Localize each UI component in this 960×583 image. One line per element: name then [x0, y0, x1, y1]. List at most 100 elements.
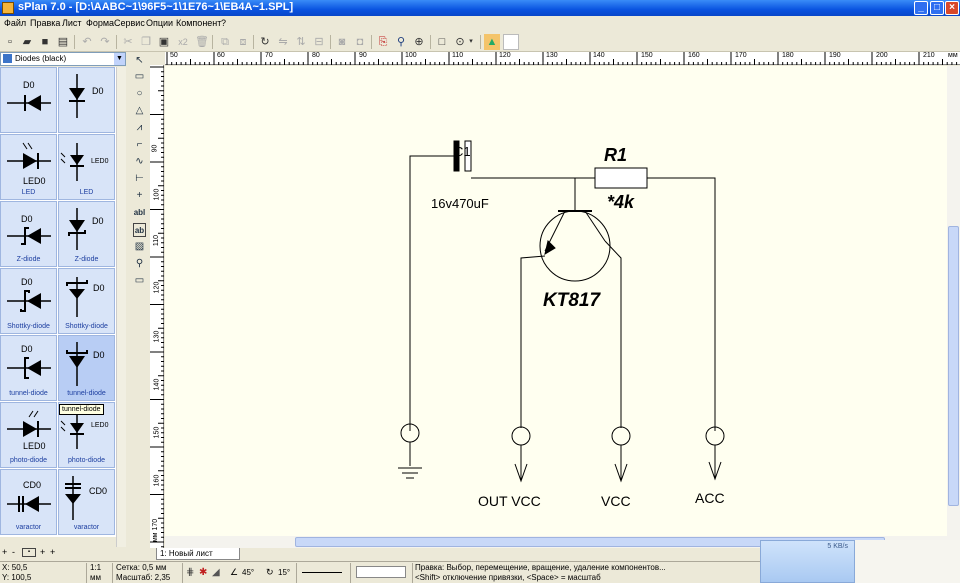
rotate-icon[interactable]: ↻ [260, 36, 270, 48]
photo-diode-icon [7, 410, 51, 437]
library-item-selected[interactable]: D0 tunnel-diode [58, 335, 115, 401]
new-file-icon[interactable]: ▫ [8, 36, 12, 48]
app-icon[interactable] [2, 2, 14, 14]
status-bar: X: 50,5 Y: 100,5 1:1 мм Сетка: 0,5 мм Ма… [0, 561, 760, 583]
rectangle-icon[interactable]: ▭ [134, 71, 145, 82]
drawing-canvas[interactable]: C1 16v470uF R1 *4k KT817 OUT VCC VCC ACC [165, 66, 947, 536]
line-width-preview[interactable] [302, 572, 342, 573]
ungroup-icon[interactable]: ⧈ [239, 36, 247, 48]
text-icon[interactable]: abl [133, 208, 146, 217]
menu-sheet[interactable]: Лист [62, 18, 82, 28]
pointer-icon[interactable]: ↖ [135, 55, 144, 66]
color-box[interactable] [503, 34, 519, 50]
ruler-label: 130 [153, 330, 161, 343]
snap-angle-icon[interactable]: ◢ [212, 567, 220, 578]
chevron-down-icon[interactable]: ▼ [114, 53, 125, 65]
menu-help[interactable]: ? [221, 18, 227, 28]
group-icon[interactable]: ⧉ [221, 36, 229, 48]
mirror-v-icon[interactable]: ⇅ [296, 36, 306, 48]
rotate-angle-icon[interactable]: ↻ [266, 567, 274, 577]
ruler-label: 120 [499, 52, 511, 59]
library-item[interactable]: LED0 LED [58, 134, 115, 200]
window-title: sPlan 7.0 - [D:\AABC~1\96F5~1\1E76~1\EB4… [18, 1, 294, 13]
ellipse-icon[interactable]: ○ [136, 88, 143, 99]
menu-edit[interactable]: Правка [30, 18, 61, 28]
textbox-icon[interactable]: ab [133, 223, 146, 237]
library-item[interactable]: D0 Shottky-diode [58, 268, 115, 334]
ruler-ticks-v [150, 66, 164, 548]
polygon-icon[interactable]: △ [135, 105, 144, 116]
menu-options[interactable]: Опции [146, 18, 174, 28]
print-icon[interactable]: ▤ [57, 36, 69, 48]
ruler-label: 80 [312, 52, 320, 59]
library-item[interactable]: D0 Z-diode [0, 201, 57, 267]
library-item[interactable]: D0 Z-diode [58, 201, 115, 267]
library-item[interactable]: D0 Shottky-diode [0, 268, 57, 334]
plus-icon-3[interactable]: + [50, 547, 56, 557]
filled-polygon-icon[interactable]: ⩘ [136, 122, 143, 133]
delete-icon[interactable]: 🗑 [195, 36, 209, 48]
close-button[interactable]: × [945, 1, 959, 15]
binoculars-icon[interactable]: ⊕ [414, 36, 424, 48]
library-page-icon[interactable]: ▪ [22, 548, 36, 557]
ruler-label: 70 [265, 52, 273, 59]
duplicate-x2-button[interactable]: x2 [178, 37, 188, 47]
junction-icon[interactable]: + [136, 190, 143, 201]
minimize-button[interactable]: _ [914, 1, 928, 15]
library-selected: Diodes (black) [15, 54, 67, 63]
menu-form[interactable]: Форма [86, 18, 115, 28]
copy-icon[interactable]: ❐ [141, 36, 151, 48]
page-icon[interactable]: □ [438, 36, 446, 48]
vertical-scrollbar[interactable] [947, 66, 960, 536]
angle-45[interactable]: 45° [242, 568, 255, 577]
vertical-scroll-thumb[interactable] [948, 226, 959, 506]
maximize-button[interactable]: □ [930, 1, 944, 15]
library-item[interactable]: D0 [58, 67, 115, 133]
library-item[interactable]: LED0 photo-diode [0, 402, 57, 468]
cut-icon[interactable]: ✂ [123, 36, 133, 48]
hint-text-1: Правка: Выбор, перемещение, вращение, уд… [415, 563, 666, 572]
paste-icon[interactable]: ▣ [158, 36, 170, 48]
curve-icon[interactable]: ∿ [135, 156, 144, 167]
angle-15[interactable]: 15° [278, 568, 291, 577]
back-icon[interactable]: ◘ [356, 36, 364, 48]
open-folder-icon[interactable]: ▰ [22, 36, 32, 48]
ruler-ticks [166, 52, 958, 65]
line-icon[interactable]: ⌐ [136, 139, 143, 150]
library-item[interactable]: D0 [0, 67, 57, 133]
search-component-icon[interactable]: ⚲ [396, 36, 406, 48]
image-icon[interactable]: ▲ [484, 34, 500, 50]
mirror-h-icon[interactable]: ⇋ [278, 36, 288, 48]
menu-service[interactable]: Сервис [114, 18, 145, 28]
zoom-icon[interactable]: ⊙ [455, 36, 465, 48]
align-icon[interactable]: ⊟ [314, 36, 324, 48]
picture-icon[interactable]: ▨ [134, 241, 145, 252]
snap-magnet-icon[interactable]: ✱ [199, 567, 208, 578]
library-item[interactable]: LED0 LED [0, 134, 57, 200]
undo-icon[interactable]: ↶ [82, 36, 92, 48]
magnifier-icon[interactable]: ⚲ [135, 258, 144, 269]
plus-icon-2[interactable]: + [40, 547, 46, 557]
dimension-icon[interactable]: ⊢ [135, 173, 144, 184]
front-icon[interactable]: ◙ [338, 36, 346, 48]
terminal-outvcc [511, 426, 531, 446]
library-dropdown[interactable]: Diodes (black) ▼ [0, 52, 126, 66]
color-preview[interactable] [356, 566, 406, 578]
library-item[interactable]: D0 tunnel-diode [0, 335, 57, 401]
save-icon[interactable]: ■ [41, 36, 49, 48]
snap-grid-icon[interactable]: ⋕ [186, 567, 195, 578]
library-item[interactable]: CD0 varactor [0, 469, 57, 535]
plus-icon[interactable]: + [2, 547, 8, 557]
menu-file[interactable]: Файл [4, 18, 27, 28]
ruler-label: 140 [593, 52, 605, 59]
tab-sheet-1[interactable]: 1: Новый лист [156, 548, 240, 560]
library-item[interactable]: CD0 varactor [58, 469, 115, 535]
measure-icon[interactable]: ▭ [134, 275, 145, 286]
library-scrollbar[interactable] [116, 67, 126, 547]
menu-component[interactable]: Компонент [176, 18, 222, 28]
redo-icon[interactable]: ↷ [100, 36, 110, 48]
component-icon[interactable]: ⎘ [378, 36, 388, 48]
angle-icon[interactable]: ∠ [230, 567, 239, 577]
minus-icon[interactable]: - [12, 547, 15, 557]
zoom-dropdown-icon[interactable]: ▾ [469, 38, 473, 45]
